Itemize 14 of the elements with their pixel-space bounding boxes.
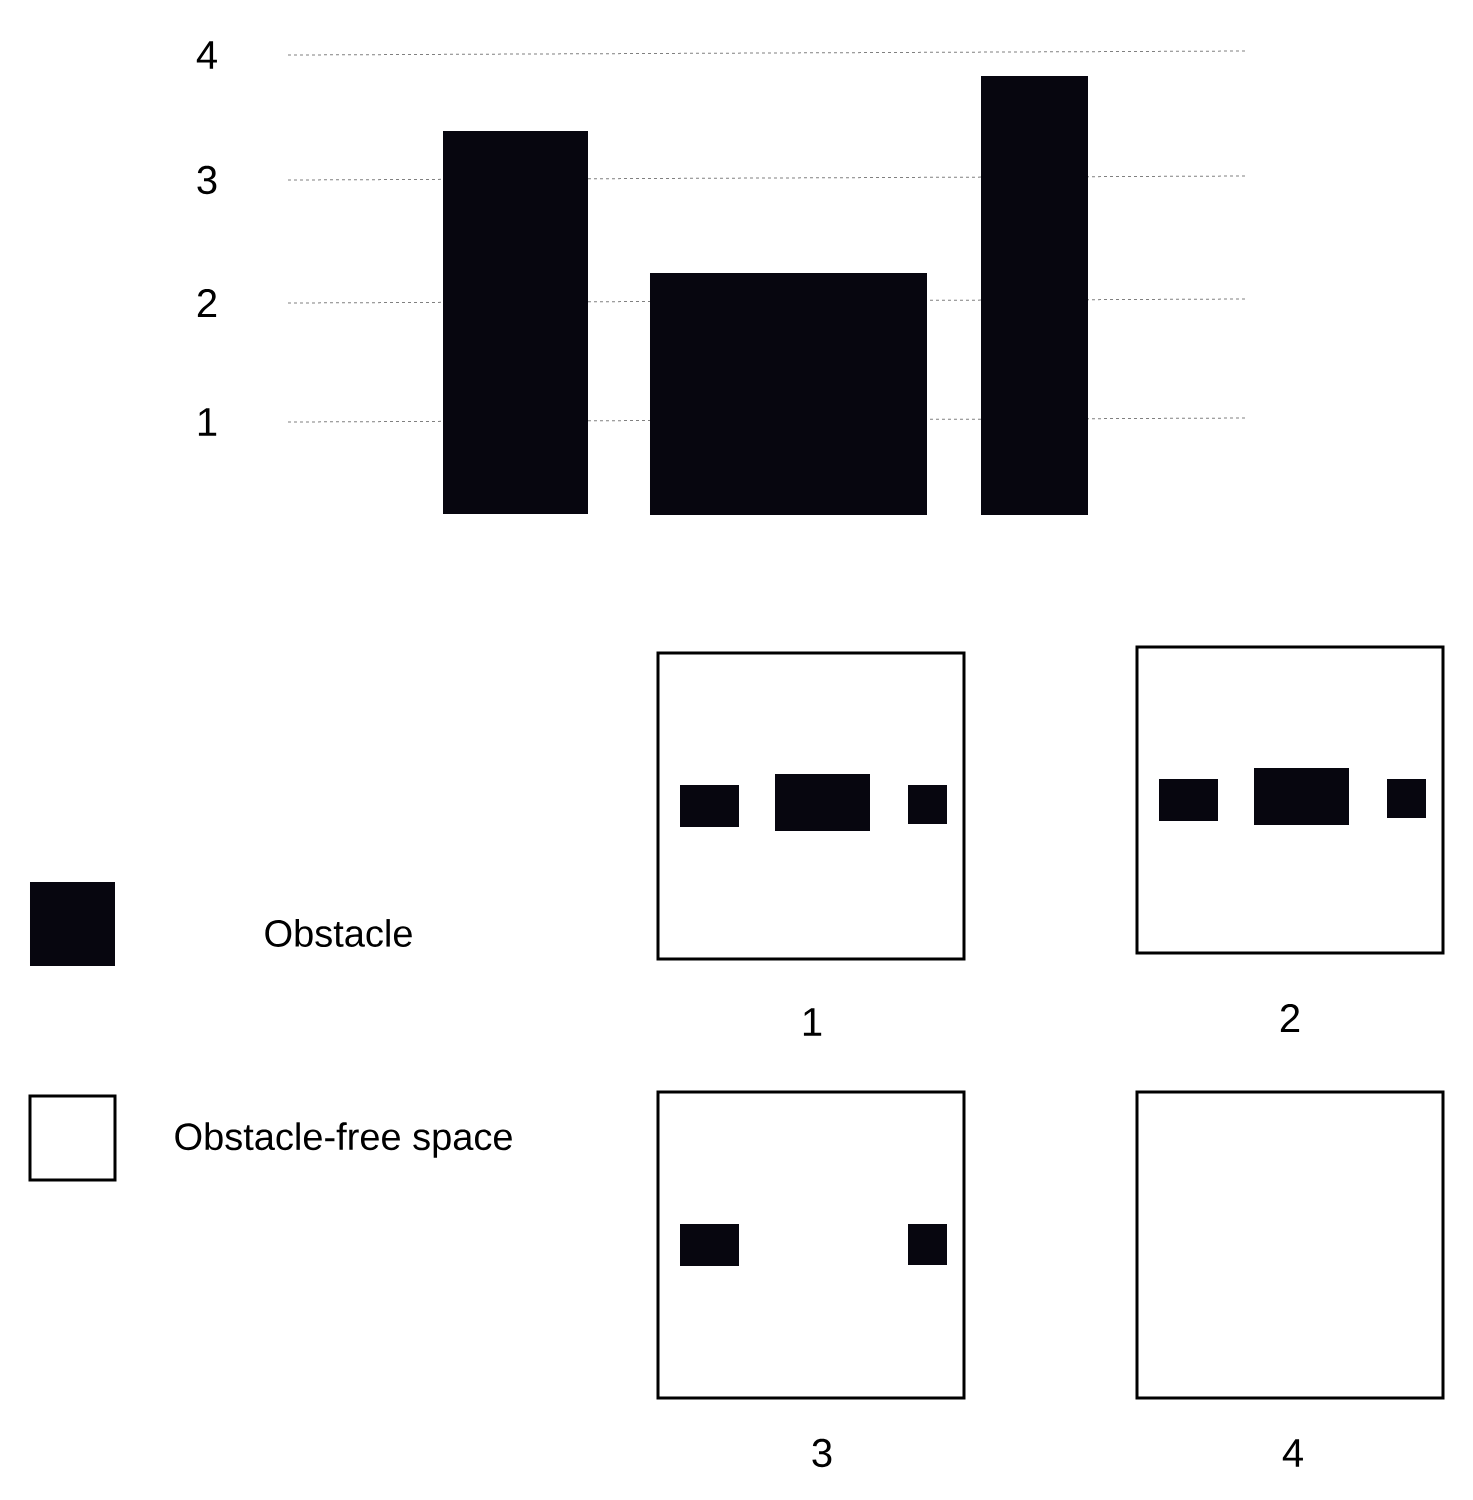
- panel-number: 2: [1280, 1004, 1300, 1032]
- legend-label: Obstacle: [265, 919, 412, 947]
- level-number: 4: [196, 41, 217, 69]
- map-panel: [656, 651, 966, 961]
- map-panel: [656, 1090, 966, 1400]
- level-number: 3: [197, 165, 217, 195]
- level-number: 1: [198, 408, 217, 436]
- map-panel: [1135, 1090, 1445, 1400]
- panel-number: 4: [1282, 1439, 1303, 1467]
- level-number: 2: [197, 289, 217, 317]
- legend-label: Obstacle-free space: [175, 1122, 512, 1158]
- map-panel: [1135, 645, 1445, 955]
- panel-number: 1: [803, 1008, 822, 1036]
- panel-number: 3: [812, 1438, 832, 1468]
